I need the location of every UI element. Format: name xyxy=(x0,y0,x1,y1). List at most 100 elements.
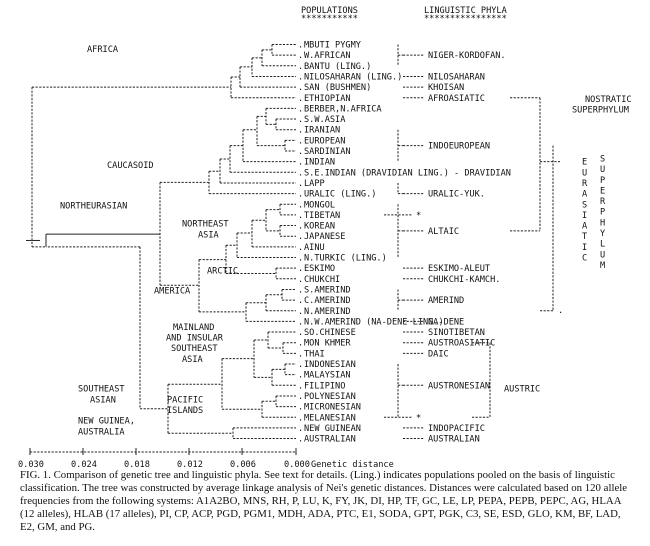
phyla-header-stars: **************** xyxy=(424,14,507,24)
phylum-label: AUSTRONESIAN xyxy=(428,381,490,391)
population-label: S.E.INDIAN (DRAVIDIAN LING.) - DRAVIDIAN xyxy=(304,168,511,178)
population-dot: . xyxy=(298,168,303,178)
population-label: C.AMERIND xyxy=(304,296,351,306)
group-caucasoid: CAUCASOID xyxy=(107,161,154,171)
eurasiatic-letter: U xyxy=(582,168,587,178)
population-label: CHUKCHI xyxy=(304,275,340,285)
superphylum-letter: S xyxy=(600,154,605,164)
population-label: AUSTRALIAN xyxy=(304,435,356,445)
population-dot: . xyxy=(298,403,303,413)
axis-tick-label: 0.000 xyxy=(284,460,310,470)
population-label: SO.CHINESE xyxy=(304,328,356,338)
population-dot: . xyxy=(298,72,303,82)
group-america: AMERICA xyxy=(154,287,191,297)
population-label: S.AMERIND xyxy=(304,285,351,295)
population-label: AINU xyxy=(304,243,325,253)
phylum-label: AFROASIATIC xyxy=(428,94,485,104)
population-dot: . xyxy=(298,62,303,72)
population-label: INDONESIAN xyxy=(304,360,356,370)
population-dot: . xyxy=(298,328,303,338)
population-dot: . xyxy=(298,190,303,200)
nostratic-label-1: NOSTRATIC xyxy=(585,95,632,105)
axis-tick-label: 0.030 xyxy=(18,460,44,470)
population-dot: . xyxy=(298,339,303,349)
population-label: ETHIOPIAN xyxy=(304,94,351,104)
group-seasian-1: SOUTHEAST xyxy=(78,385,125,395)
eurasiatic-letter: T xyxy=(582,232,587,242)
figure-caption: FIG. 1. Comparison of genetic tree and l… xyxy=(20,469,632,534)
caption-line-3: frequencies from the following systems: … xyxy=(20,495,622,507)
group-pacific-2: ISLANDS xyxy=(167,406,203,416)
phyla-header: LINGUISTIC PHYLA xyxy=(424,6,508,16)
superphylum-letter: P xyxy=(600,208,605,218)
phylum-label: ESKIMO-ALEUT xyxy=(428,264,490,274)
population-dot: . xyxy=(298,381,303,391)
population-dot: . xyxy=(298,211,303,221)
axis-title: Genetic distance xyxy=(311,460,394,470)
population-dot: . xyxy=(298,296,303,306)
population-dot: . xyxy=(298,392,303,402)
phylum-label: CHUKCHI-KAMCH. xyxy=(428,275,500,285)
axis-tick-label: 0.012 xyxy=(177,460,203,470)
population-label: JAPANESE xyxy=(304,232,345,242)
population-label: URALIC (LING.) xyxy=(304,190,376,200)
superphylum-letter: Y xyxy=(600,229,606,239)
superphylum-letter: U xyxy=(600,250,605,260)
population-label: LAPP xyxy=(304,179,325,189)
asterisk-mark: * xyxy=(416,413,421,423)
population-label: MONGOL xyxy=(304,200,335,210)
axis-tick-label: 0.018 xyxy=(124,460,150,470)
phylum-label: AUSTRALIAN xyxy=(428,435,480,445)
populations-header: POPULATIONS xyxy=(301,6,358,16)
eurasiatic-letter: E xyxy=(582,158,587,168)
population-label: KOREAN xyxy=(304,222,335,232)
population-label: EUROPEAN xyxy=(304,136,345,146)
phylum-label: DAIC xyxy=(428,349,449,359)
population-label: THAI xyxy=(304,349,325,359)
eurasiatic-letter: A xyxy=(582,222,588,232)
phylum-label: ALTAIC xyxy=(428,227,459,237)
phylum-label: NIGER-KORDOFAN. xyxy=(428,51,506,61)
group-arctic: ARCTIC xyxy=(207,266,238,276)
population-label: POLYNESIAN xyxy=(304,392,356,402)
population-dot: . xyxy=(298,115,303,125)
phylum-label: NILOSAHARAN xyxy=(428,72,485,82)
group-mainland-2: AND INSULAR xyxy=(166,334,224,344)
superphylum-letter: H xyxy=(600,218,605,228)
population-label: N.W.AMERIND (NA-DENE LING.) xyxy=(304,317,444,327)
population-label: SARDINIAN xyxy=(304,147,351,157)
group-asia: ASIA xyxy=(198,230,220,240)
group-pacific-1: PACIFIC xyxy=(167,395,203,405)
phylum-label: AUSTROASIATIC xyxy=(428,339,495,349)
population-dot: . xyxy=(298,349,303,359)
population-dot: . xyxy=(298,307,303,317)
phylum-label: URALIC-YUK. xyxy=(428,190,485,200)
phylum-label: INDOEUROPEAN xyxy=(428,142,490,152)
asterisk-mark: * xyxy=(416,211,421,221)
population-label: IRANIAN xyxy=(304,126,340,136)
group-seasian-2: ASIAN xyxy=(90,395,116,405)
population-dot: . xyxy=(298,232,303,242)
population-dot: . xyxy=(298,413,303,423)
population-label: NEW GUINEAN xyxy=(304,424,361,434)
caption-line-1: FIG. 1. Comparison of genetic tree and l… xyxy=(20,469,615,481)
populations-header-stars: *********** xyxy=(301,14,358,24)
eurasiatic-letter: R xyxy=(582,179,588,189)
population-dot: . xyxy=(298,435,303,445)
population-label: MALAYSIAN xyxy=(304,371,351,381)
group-mainland-4: ASIA xyxy=(182,355,204,365)
group-mainland-1: MAINLAND xyxy=(173,323,214,333)
group-mainland-3: SOUTHEAST xyxy=(171,344,218,354)
superphylum-letter: U xyxy=(600,165,605,175)
population-dot: . xyxy=(298,222,303,232)
eurasiatic-dots: . xyxy=(558,306,563,316)
phylum-label: NA-DENE xyxy=(428,317,464,327)
tree-labels: POPULATIONS***********LINGUISTIC PHYLA**… xyxy=(18,6,632,470)
superphylum-letter: P xyxy=(600,176,605,186)
population-dot: . xyxy=(298,147,303,157)
population-label: SAN (BUSHMEN) xyxy=(304,83,371,93)
group-northeurasian: NORTHEURASIAN xyxy=(60,202,127,212)
population-dot: . xyxy=(298,51,303,61)
population-dot: . xyxy=(298,136,303,146)
population-dot: . xyxy=(298,360,303,370)
